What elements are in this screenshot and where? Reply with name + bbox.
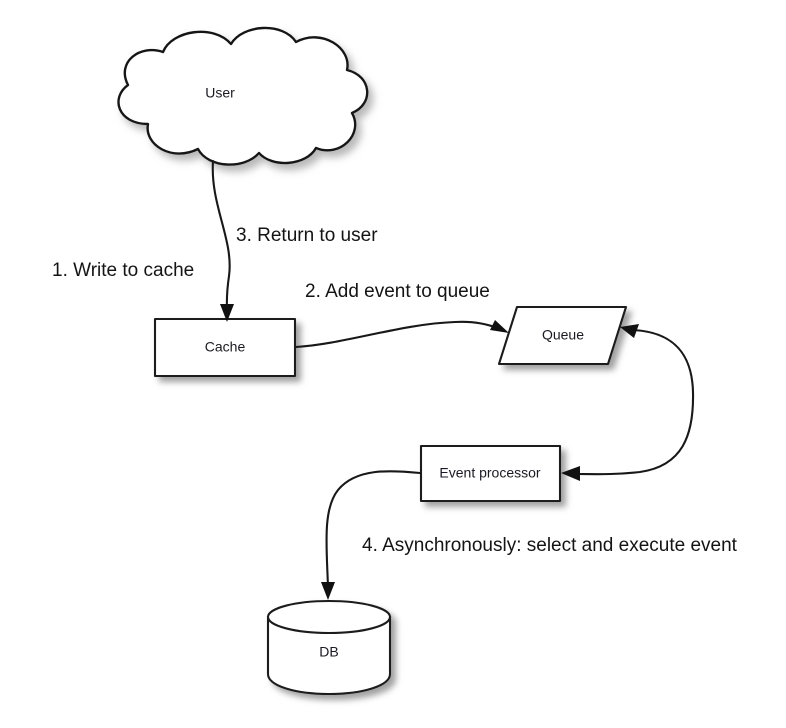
node-cache[interactable]: Cache (153, 317, 297, 378)
edge-user-to-cache[interactable] (211, 159, 234, 322)
node-cache-label: Cache (205, 339, 246, 355)
step-3-label: 3. Return to user (236, 225, 378, 246)
node-queue[interactable]: Queue (497, 305, 628, 366)
edge-event-processor-to-db[interactable] (321, 470, 422, 600)
node-db[interactable]: DB (266, 599, 392, 696)
node-db-label: DB (319, 644, 338, 660)
node-event-processor[interactable]: Event processor (419, 444, 562, 503)
edge-cache-to-queue[interactable] (294, 320, 509, 349)
node-user[interactable]: User (117, 26, 369, 166)
node-queue-label: Queue (542, 327, 584, 343)
arrowhead-queue-left (490, 320, 509, 333)
step-1-label: 1. Write to cache (52, 260, 194, 281)
node-event-processor-label: Event processor (439, 465, 540, 481)
arrowhead-cache (220, 304, 234, 322)
arrowhead-queue-right (620, 324, 639, 338)
node-user-label: User (205, 85, 235, 101)
step-4-label: 4. Asynchronously: select and execute ev… (362, 535, 738, 556)
arrowhead-db (321, 582, 335, 600)
step-2-label: 2. Add event to queue (305, 281, 490, 302)
arrowhead-event-processor (561, 466, 580, 481)
edge-queue-event-processor-loop[interactable] (561, 324, 695, 481)
